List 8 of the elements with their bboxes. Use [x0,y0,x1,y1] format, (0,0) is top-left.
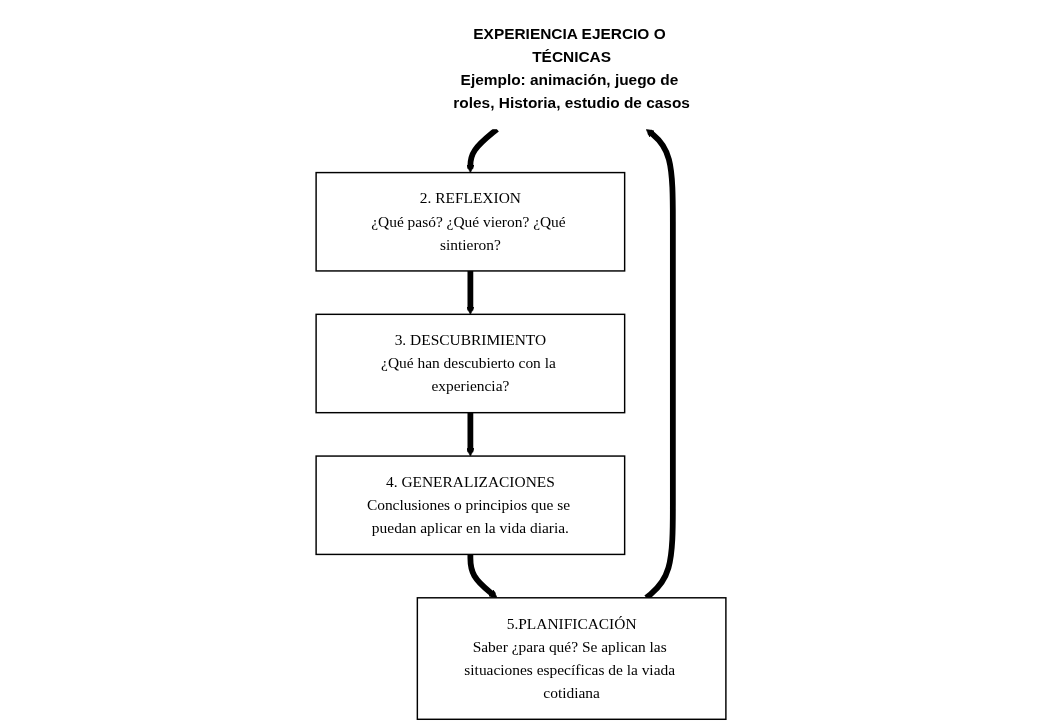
arrow [466,270,475,315]
node-box: 5.PLANIFICACIÓN Saber ¿para qué? Se aplican las situaciones específicas de la viada cotidiana [416,597,727,720]
node-box: 3. DESCUBRIMIENTO ¿Qué han descubierto con la experiencia? [315,313,626,414]
node-text: EXPERIENCIA EJERCIO O TÉCNICAS Ejemplo: animación, juego de roles, Historia, estudio de casos [453,25,690,111]
arrow [467,554,498,599]
arrow [466,412,475,457]
node-box: 4. GENERALIZACIONES Conclusiones o principios que se puedan aplicar en la vida diaria. [315,455,626,556]
node-box: 2. REFLEXION ¿Qué pasó? ¿Qué vieron? ¿Qué sintieron? [315,171,626,272]
